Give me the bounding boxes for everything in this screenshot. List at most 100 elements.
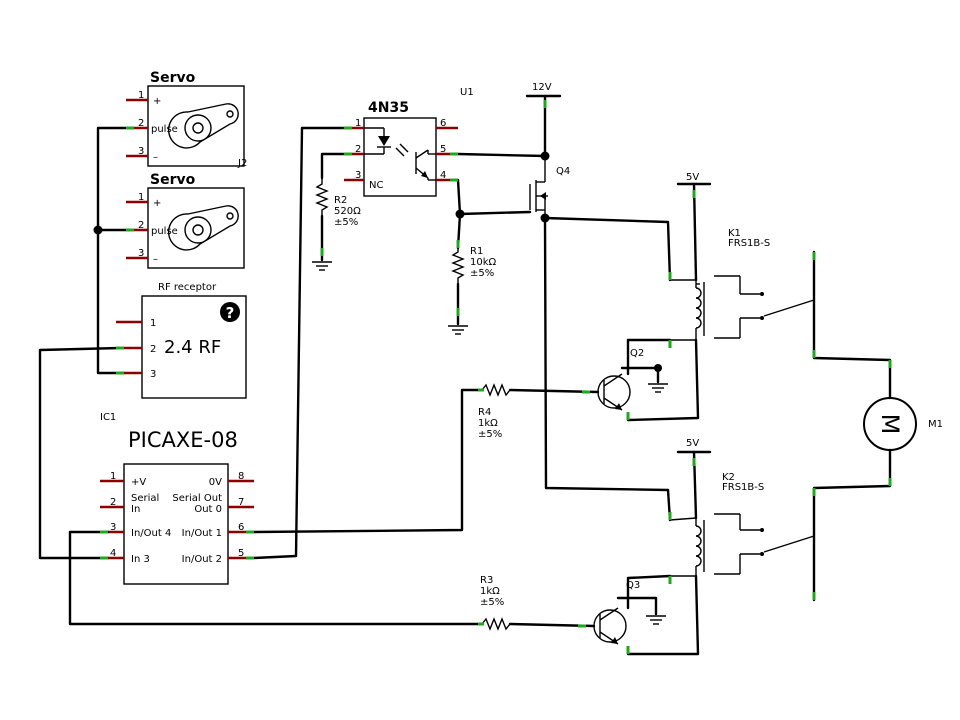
servo-1-plus: +: [153, 96, 161, 107]
servo-2-title: Servo: [150, 172, 196, 188]
rf-pin2: 2: [150, 344, 156, 355]
relay-k1: K1 FRS1B-S 5V: [670, 172, 815, 341]
r4-value: 1kΩ: [478, 418, 498, 429]
ic1-pin7-label: Serial Out: [172, 493, 222, 504]
k2-ref: K2: [722, 472, 735, 483]
opto-pin2: 2: [355, 144, 361, 155]
k1-part: FRS1B-S: [728, 238, 770, 249]
junction-dot: [654, 364, 662, 372]
ic1-pin8-num: 8: [238, 471, 244, 482]
wire-endpoints: [100, 100, 892, 654]
r3-tol: ±5%: [480, 597, 504, 608]
q3-ground-wire: [616, 596, 658, 616]
servo-1-minus: –: [153, 152, 158, 163]
relay-coil-icon: [695, 287, 702, 329]
resistor-zigzag-icon: [481, 383, 511, 397]
k1-ref: K1: [728, 228, 741, 239]
motor-icon: M: [876, 414, 904, 435]
motor-m1: M M1: [863, 397, 943, 451]
k2-part: FRS1B-S: [722, 482, 764, 493]
v12-label: 12V: [532, 82, 552, 93]
servo-1-pin2: 2: [138, 118, 144, 129]
ic1-pin4-label: In 3: [131, 554, 150, 565]
ic1-pin6-num: 6: [238, 522, 244, 533]
q4-to-k2-wire: [543, 216, 672, 522]
v5b-label: 5V: [686, 438, 699, 449]
transistor-q2: Q2: [597, 348, 644, 411]
mosfet-q4: Q4: [529, 156, 570, 218]
r2-ref: R2: [334, 195, 347, 206]
ic1-pin8-label: 0V: [209, 477, 222, 488]
j2-label: J2: [237, 158, 247, 169]
opto-pin2-wire: [320, 152, 346, 180]
picaxe-pin6-wire: [252, 388, 480, 534]
r4-tol: ±5%: [478, 429, 502, 440]
servo-2: Servo 1 2 3 + pulse –: [126, 172, 245, 269]
servo-1-pin3: 3: [138, 146, 144, 157]
q4-source-wire: [543, 216, 672, 282]
r1-ref: R1: [470, 246, 483, 257]
rf-pin3: 3: [150, 369, 156, 380]
ic1-pin3-num: 3: [110, 522, 116, 533]
r1-tol: ±5%: [470, 268, 494, 279]
opto-pin4: 4: [440, 170, 446, 181]
servo-pulse-wire: [96, 126, 128, 375]
unknown-part-icon: [220, 302, 240, 322]
relay-k2: K2 FRS1B-S 5V: [669, 438, 815, 577]
ic1-pin5-num: 5: [238, 548, 244, 559]
ic1-pin7-label2: Out 0: [194, 504, 222, 515]
q4-label: Q4: [556, 166, 570, 177]
led-icon: [364, 127, 409, 157]
rf-pin1: 1: [150, 318, 156, 329]
opto-title: 4N35: [368, 100, 409, 116]
resistor-r3: R3 1kΩ ±5%: [476, 575, 596, 631]
k1-to-q2-wire: [626, 338, 672, 376]
rf-to-picaxe-wire: [38, 346, 122, 560]
servo-2-pin2: 2: [138, 220, 144, 231]
resistor-zigzag-icon: [481, 617, 511, 631]
opto-ref: U1: [460, 87, 474, 98]
servo-1-pin1: 1: [138, 90, 144, 101]
relay-coil-icon: [695, 525, 702, 567]
rf-receiver: RF receptor 1 2 3 2.4 RF ?: [116, 282, 247, 399]
picaxe-pin3-wire: [68, 530, 480, 626]
phototransistor-icon: [415, 149, 436, 181]
ic1-pin5-label: In/Out 2: [182, 554, 222, 565]
k1-return-wire: [626, 338, 700, 422]
ground-icon: [648, 383, 668, 393]
ic1-pin7-num: 7: [238, 497, 244, 508]
opto-pin6: 6: [440, 118, 446, 129]
resistor-zigzag-icon: [451, 248, 465, 284]
servo-1-pulse: pulse: [151, 124, 178, 135]
rf-caption: RF receptor: [158, 282, 217, 293]
rf-label: 2.4 RF: [164, 337, 221, 358]
resistor-zigzag-icon: [315, 178, 329, 216]
servo-1: Servo 1 2 3 + pulse –: [126, 70, 245, 167]
servo-2-minus: –: [153, 254, 158, 265]
servo-horn-icon: [168, 205, 239, 251]
ground-icon: [646, 615, 666, 625]
m1-ref: M1: [928, 419, 943, 430]
k1-common-to-motor-wire: [812, 250, 892, 400]
opto-body: [363, 117, 437, 197]
picaxe-body: [123, 463, 229, 585]
r2-value: 520Ω: [334, 206, 361, 217]
servo-1-title: Servo: [150, 70, 196, 86]
servo-2-pin3: 3: [138, 248, 144, 259]
r4-ref: R4: [478, 407, 491, 418]
ic1-pin1-num: 1: [110, 471, 116, 482]
unknown-part-glyph: ?: [226, 304, 235, 322]
q3-label: Q3: [626, 580, 640, 591]
resistor-r4: R4 1kΩ ±5%: [476, 383, 600, 440]
ic1-pin2-label: Serial: [131, 493, 159, 504]
ic1-pin2-num: 2: [110, 497, 116, 508]
r1-value: 10kΩ: [470, 257, 497, 268]
servo-2-pin1: 1: [138, 192, 144, 203]
ic1-title: PICAXE-08: [128, 428, 238, 452]
k2-return-wire: [626, 574, 700, 656]
servo-2-pulse: pulse: [151, 226, 178, 237]
ic1-pin4-num: 4: [110, 548, 116, 559]
r2-tol: ±5%: [334, 217, 358, 228]
picaxe-pin5-wire: [252, 126, 350, 560]
